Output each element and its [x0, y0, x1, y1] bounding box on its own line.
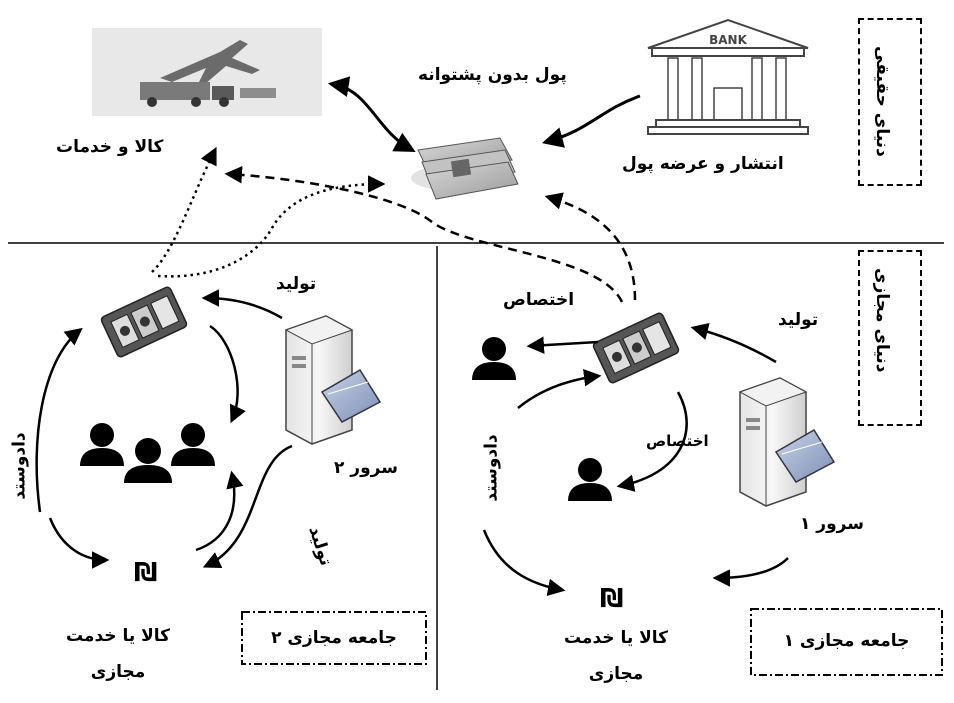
community2-title: جامعه مجازی ۲ — [271, 628, 397, 648]
community1-allocation-top-label: اختصاص — [503, 290, 575, 310]
real-world-title: دنیای حقیقی — [872, 46, 892, 157]
goods-services-label: کالا و خدمات — [56, 137, 164, 157]
goods-transport-image — [92, 28, 322, 116]
arrow-left-loop-down — [48, 517, 110, 569]
real-world-box — [858, 18, 922, 186]
server1-label: سرور ۱ — [800, 514, 864, 534]
currency-icon-community1: ₪ — [600, 584, 624, 614]
arrow-server2-to-goods2 — [202, 444, 293, 569]
server-icon-community1 — [738, 377, 836, 507]
arrow-chip-to-users — [209, 324, 246, 424]
chip-icon-community1 — [592, 312, 680, 384]
arrow-server1-to-chip — [690, 322, 777, 364]
arrow-server2-to-chip — [201, 289, 283, 320]
bank-building-icon — [647, 18, 809, 135]
arrow-goods2-to-users — [195, 470, 244, 552]
virtual-world-box — [858, 250, 922, 426]
dashed-arrow-community1-to-goods — [224, 166, 624, 303]
arrow-right-loop-down — [482, 529, 566, 597]
issuance-label: انتشار و عرضه پول — [622, 154, 784, 174]
community2-exchange-label: دادوستد — [9, 432, 30, 500]
community2-goods-label: کالا یا خدمت مجازی — [58, 626, 178, 682]
server-icon-community2 — [284, 315, 382, 445]
community2-goods-label-line2: مجازی — [90, 662, 146, 682]
community2-goods-label-line1: کالا یا خدمت — [65, 626, 171, 646]
user-icon-community1-top — [472, 337, 516, 380]
arrow-chip-to-user-bottom — [616, 391, 688, 492]
community1-title-box — [750, 608, 943, 676]
community1-goods-label-line1: کالا یا خدمت — [563, 628, 669, 648]
community1-exchange-label: دادوستد — [481, 434, 502, 502]
community1-title: جامعه مجازی ۱ — [783, 631, 910, 651]
arrow-left-loop-up — [35, 327, 83, 513]
community1-goods-label-line2: مجازی — [588, 664, 644, 684]
arrow-bank-money — [541, 94, 641, 148]
arrow-chip-to-user-top — [526, 336, 599, 354]
community1-production-label: تولید — [778, 310, 819, 330]
arrow-server1-to-goods1 — [712, 557, 789, 587]
virtual-world-title: دنیای مجازی — [872, 268, 892, 373]
server2-label: سرور ۲ — [334, 458, 398, 478]
arrow-right-loop-up — [517, 369, 602, 409]
community1-allocation-mid-label: اختصاص — [646, 432, 709, 450]
fiat-money-label: پول بدون پشتوانه — [418, 65, 567, 85]
users-group-icon-community2 — [80, 423, 215, 483]
community2-title-box — [241, 611, 427, 665]
community2-production-top-label: تولید — [276, 274, 317, 294]
user-icon-community1-bottom — [568, 458, 612, 501]
currency-icon-community2: ₪ — [134, 558, 158, 588]
cash-stack-image — [411, 137, 519, 200]
dotted-arrow-community2-to-goods — [151, 146, 217, 273]
community1-goods-label: کالا یا خدمت مجازی — [556, 628, 676, 684]
bank-sign: BANK — [709, 33, 747, 47]
dashed-arrow-community1-to-money — [544, 192, 637, 301]
chip-icon-community2 — [100, 286, 188, 358]
arrow-goods-money — [327, 76, 416, 153]
dotted-arrow-community2-to-money — [157, 175, 386, 278]
